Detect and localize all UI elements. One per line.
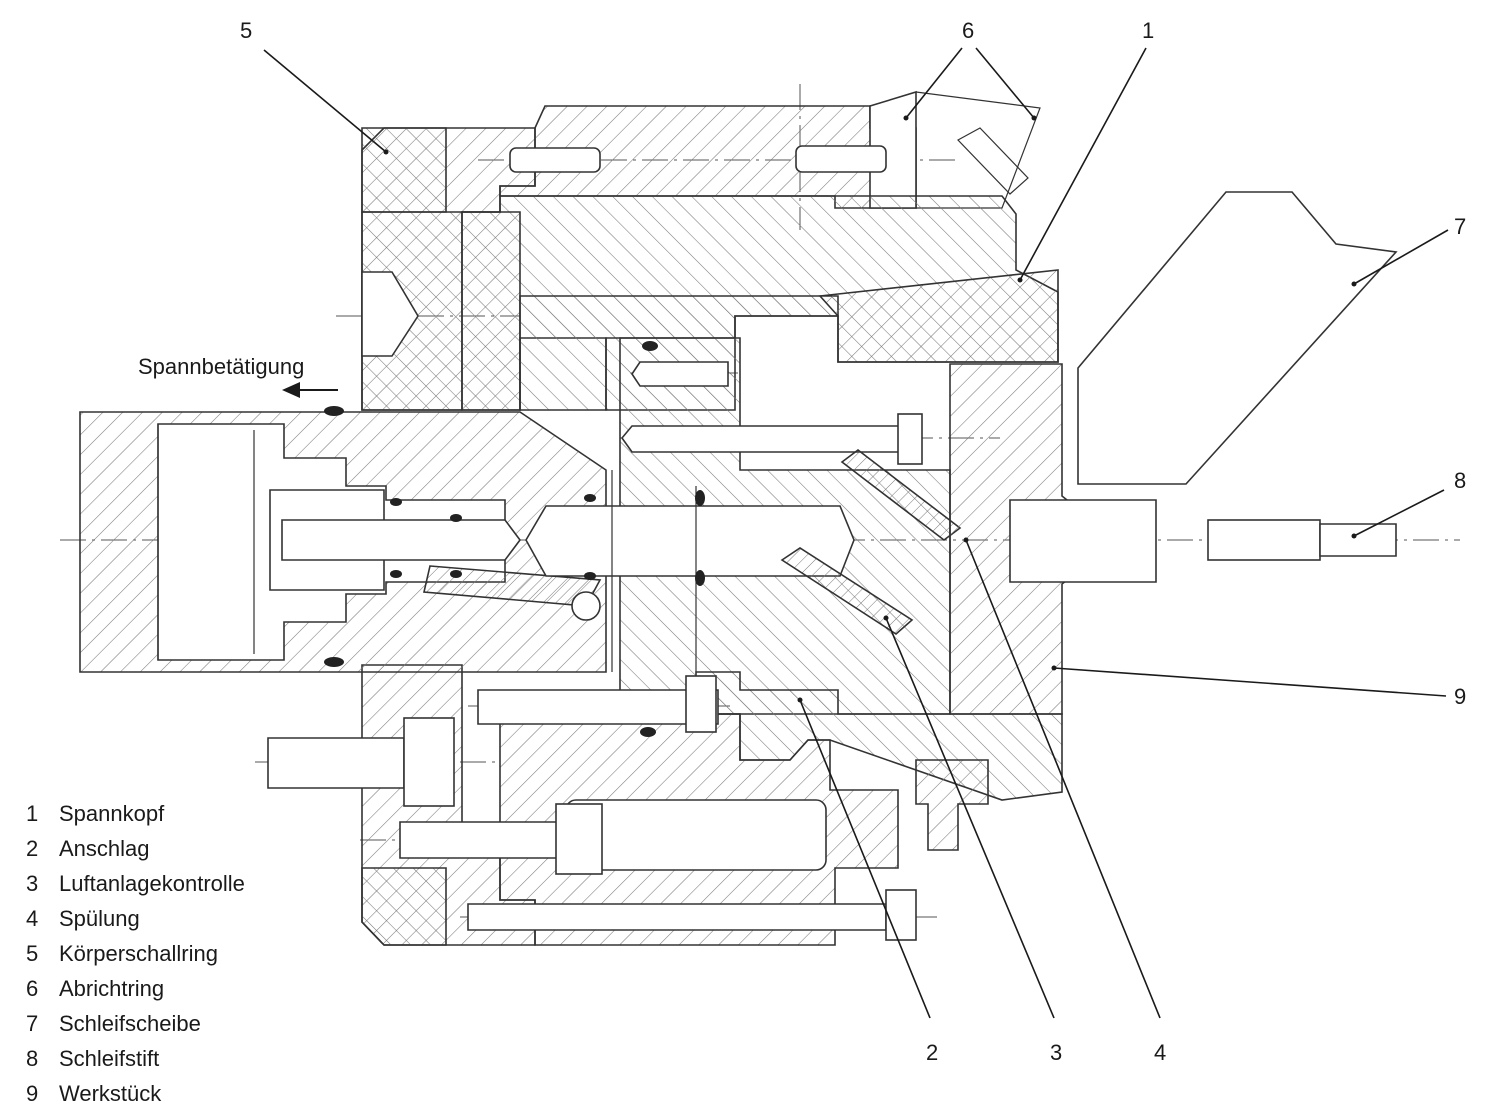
legend-item: 4 Spülung: [26, 901, 245, 936]
legend-item: 5 Körperschallring: [26, 936, 245, 971]
legend-item: 9 Werkstück: [26, 1076, 245, 1111]
callout-4: 4: [1154, 1040, 1166, 1065]
callout-8: 8: [1454, 468, 1466, 493]
legend-number: 6: [26, 976, 39, 1001]
legend-item: 2 Anschlag: [26, 831, 245, 866]
grinding-pin: [1207, 519, 1397, 561]
legend-item: 6 Abrichtring: [26, 971, 245, 1006]
callout-5: 5: [240, 18, 252, 43]
legend-item: 7 Schleifscheibe: [26, 1006, 245, 1041]
parts-legend: 1 Spannkopf 2 Anschlag 3 Luftanlagekontroll…: [26, 796, 245, 1111]
legend-number: 4: [26, 906, 39, 931]
legend-number: 2: [26, 836, 39, 861]
dressing-ring: [499, 90, 1041, 209]
legend-item: 1 Spannkopf: [26, 796, 245, 831]
legend-number: 7: [26, 1011, 39, 1036]
callout-9: 9: [1454, 684, 1466, 709]
legend-item: 8 Schleifstift: [26, 1041, 245, 1076]
legend-number: 1: [26, 801, 39, 826]
stop-and-lower-housing: [267, 671, 1063, 946]
legend-text: Spülung: [59, 906, 140, 931]
legend-text: Schleifscheibe: [59, 1011, 201, 1036]
callout-1: 1: [1142, 18, 1154, 43]
legend-text: Schleifstift: [59, 1046, 160, 1071]
callout-2: 2: [926, 1040, 938, 1065]
legend-number: 9: [26, 1081, 39, 1106]
leader-lines: [263, 47, 1449, 1019]
workpiece: [949, 363, 1157, 715]
legend-number: 8: [26, 1046, 39, 1071]
legend-text: Abrichtring: [59, 976, 165, 1001]
callout-6: 6: [962, 18, 974, 43]
legend-item: 3 Luftanlagekontrolle: [26, 866, 245, 901]
legend-number: 5: [26, 941, 39, 966]
actuating-shaft: [79, 411, 607, 673]
grinding-wheel: [1077, 191, 1398, 485]
o-ring-seals: [324, 341, 705, 737]
callout-7: 7: [1454, 214, 1466, 239]
legend-text: Körperschallring: [59, 941, 218, 966]
clamping-actuation-label: Spannbetätigung: [138, 354, 304, 379]
legend-number: 3: [26, 871, 39, 896]
legend-text: Luftanlagekontrolle: [59, 871, 245, 896]
legend-text: Spannkopf: [59, 801, 165, 826]
legend-text: Anschlag: [59, 836, 150, 861]
clamping-direction-arrow: [282, 382, 338, 398]
callout-3: 3: [1050, 1040, 1062, 1065]
legend-text: Werkstück: [59, 1081, 162, 1106]
leader-dots: [383, 115, 1357, 703]
